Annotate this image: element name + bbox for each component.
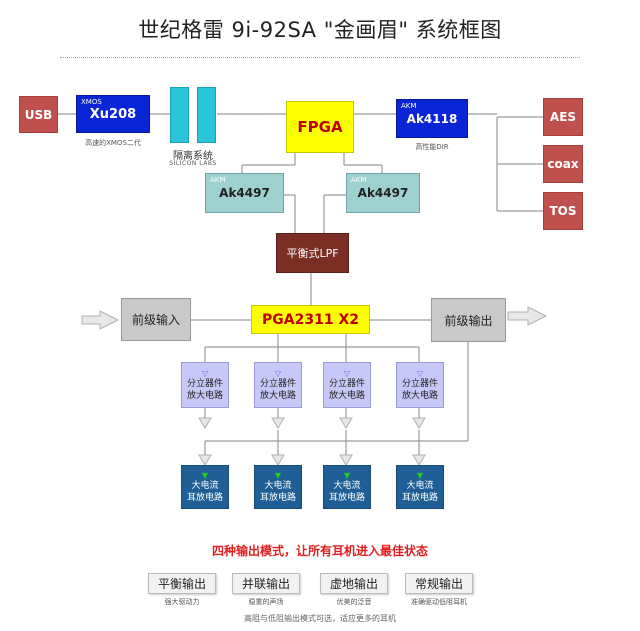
amp-line1: 分立器件 bbox=[401, 378, 438, 389]
mode-virtual-ground-caption: 优美的泛音 bbox=[336, 598, 372, 606]
page-title: 世纪格雷 9i-92SA "金画眉" 系统框图 bbox=[138, 18, 502, 42]
driver-line1: 大电流 bbox=[406, 480, 434, 491]
driver-line1: 大电流 bbox=[333, 480, 361, 491]
triangle-icon: ▽ bbox=[201, 368, 209, 378]
triangle-icon: ▽ bbox=[274, 368, 282, 378]
mode-parallel: 并联输出 bbox=[232, 573, 300, 594]
amp-line2: 放大电路 bbox=[401, 390, 438, 401]
pre-input-box: 前级输入 bbox=[121, 298, 191, 341]
output-tos-label: TOS bbox=[549, 204, 577, 218]
driver-block-2: ▼ 大电流 耳放电路 bbox=[254, 465, 302, 509]
pga-box: PGA2311 X2 bbox=[251, 305, 370, 334]
ak4497-right-tag: AKM bbox=[351, 176, 367, 184]
mode-normal-caption: 准确驱动低阻耳机 bbox=[411, 598, 467, 606]
slogan: 四种输出模式，让所有耳机进入最佳状态 bbox=[211, 544, 428, 558]
xmos-caption: 高速的XMOS二代 bbox=[85, 139, 141, 147]
ak4497-left-label: Ak4497 bbox=[219, 186, 270, 200]
amp-line2: 放大电路 bbox=[186, 390, 223, 401]
triangle-icon: ▼ bbox=[343, 470, 351, 480]
ak4497-right-label: Ak4497 bbox=[357, 186, 409, 200]
output-coax-label: coax bbox=[547, 157, 579, 171]
lpf-box: 平衡式LPF bbox=[276, 233, 349, 273]
driver-line2: 耳放电路 bbox=[259, 492, 296, 503]
mode-normal-label: 常规输出 bbox=[414, 577, 463, 591]
amp-line1: 分立器件 bbox=[328, 378, 365, 389]
footer-note: 高阻与低阻输出模式可选，适应更多的耳机 bbox=[244, 614, 396, 623]
triangle-icon: ▽ bbox=[416, 368, 424, 378]
xmos-label: Xu208 bbox=[89, 106, 137, 122]
mode-balanced-caption: 强大驱动力 bbox=[164, 598, 200, 606]
ak4497-left-box: AKM Ak4497 bbox=[205, 173, 284, 213]
pre-output-box: 前级输出 bbox=[431, 298, 506, 342]
mode-virtual-ground-label: 虚地输出 bbox=[329, 577, 378, 591]
isolator-right bbox=[197, 87, 216, 143]
ak4118-tag: AKM bbox=[401, 102, 417, 110]
output-tos: TOS bbox=[543, 192, 583, 230]
pre-output-label: 前级输出 bbox=[444, 313, 493, 328]
triangle-icon: ▼ bbox=[274, 470, 282, 480]
amp-block-2: ▽ 分立器件 放大电路 bbox=[254, 362, 302, 408]
amp-line2: 放大电路 bbox=[259, 390, 296, 401]
amp-line1: 分立器件 bbox=[259, 378, 296, 389]
amp-block-4: ▽ 分立器件 放大电路 bbox=[396, 362, 444, 408]
fpga-box: FPGA bbox=[286, 101, 354, 153]
driver-line2: 耳放电路 bbox=[186, 492, 223, 503]
fpga-label: FPGA bbox=[297, 118, 343, 136]
mode-virtual-ground: 虚地输出 bbox=[320, 573, 388, 594]
output-aes-label: AES bbox=[549, 110, 577, 124]
pre-input-label: 前级输入 bbox=[131, 313, 180, 327]
ak4497-right-box: AKM Ak4497 bbox=[346, 173, 420, 213]
driver-line2: 耳放电路 bbox=[328, 492, 365, 503]
driver-block-3: ▼ 大电流 耳放电路 bbox=[323, 465, 371, 509]
usb-box: USB bbox=[19, 96, 58, 133]
triangle-icon: ▼ bbox=[201, 470, 209, 480]
title-divider bbox=[60, 57, 580, 58]
amp-line2: 放大电路 bbox=[328, 390, 365, 401]
mode-parallel-caption: 稳重的声场 bbox=[248, 598, 284, 606]
lpf-label: 平衡式LPF bbox=[286, 247, 339, 260]
triangle-icon: ▼ bbox=[416, 470, 424, 480]
mode-normal: 常规输出 bbox=[405, 573, 473, 594]
mode-balanced: 平衡输出 bbox=[148, 573, 216, 594]
ak4118-box: AKM Ak4118 bbox=[396, 99, 468, 138]
driver-line1: 大电流 bbox=[191, 480, 219, 491]
xmos-box: XMOS Xu208 bbox=[76, 95, 150, 133]
amp-block-3: ▽ 分立器件 放大电路 bbox=[323, 362, 371, 408]
driver-line2: 耳放电路 bbox=[401, 492, 438, 503]
isolation-subcaption: SILICON LABS bbox=[169, 160, 217, 167]
isolation-caption: 隔离系统 bbox=[173, 151, 213, 162]
driver-block-4: ▼ 大电流 耳放电路 bbox=[396, 465, 444, 509]
output-coax: coax bbox=[543, 145, 583, 183]
ak4118-caption: 高性能DIR bbox=[415, 143, 449, 151]
isolator-left bbox=[170, 87, 189, 143]
output-aes: AES bbox=[543, 98, 583, 136]
pga-label: PGA2311 X2 bbox=[262, 311, 359, 328]
triangle-icon: ▽ bbox=[343, 368, 351, 378]
mode-balanced-label: 平衡输出 bbox=[157, 577, 206, 591]
ak4118-label: Ak4118 bbox=[406, 111, 458, 126]
xmos-tag: XMOS bbox=[81, 98, 102, 106]
driver-line1: 大电流 bbox=[264, 480, 292, 491]
ak4497-left-tag: AKM bbox=[210, 176, 226, 184]
amp-line1: 分立器件 bbox=[186, 378, 223, 389]
mode-parallel-label: 并联输出 bbox=[241, 577, 290, 591]
usb-label: USB bbox=[24, 107, 53, 122]
driver-block-1: ▼ 大电流 耳放电路 bbox=[181, 465, 229, 509]
amp-block-1: ▽ 分立器件 放大电路 bbox=[181, 362, 229, 408]
